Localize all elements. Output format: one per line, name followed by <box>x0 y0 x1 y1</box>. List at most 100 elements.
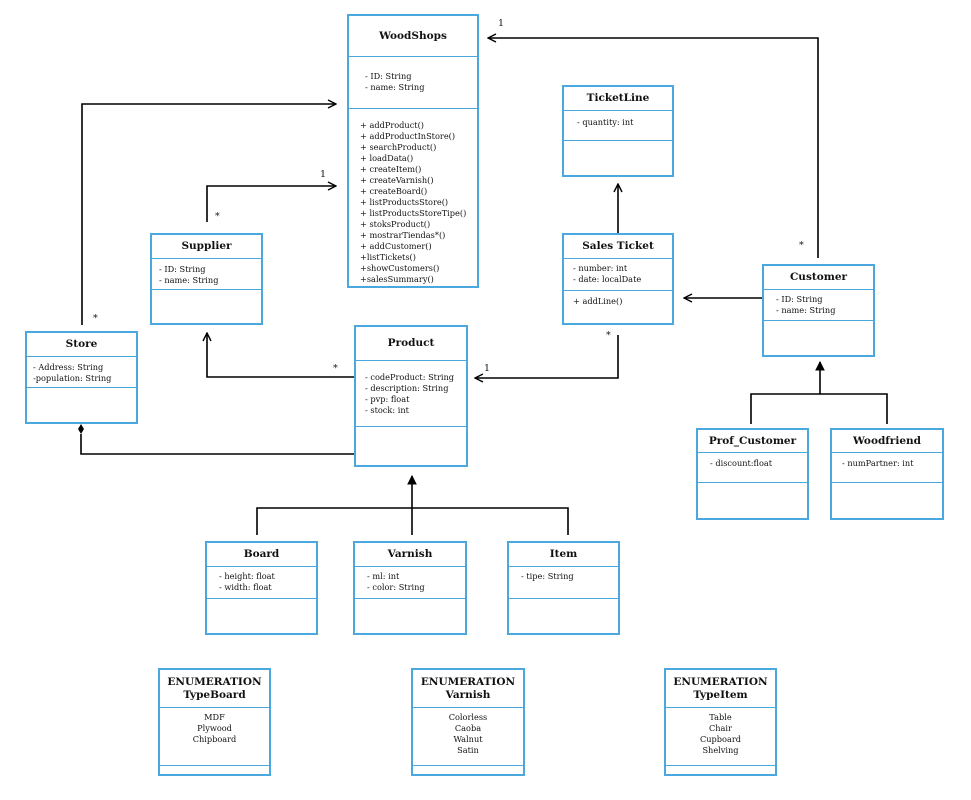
enum-value: Shelving <box>702 745 739 755</box>
enum-value: Chipboard <box>192 734 237 744</box>
class-supplier-name: Supplier <box>152 235 261 259</box>
class-varnish-attributes: - ml: int - color: String <box>355 567 465 599</box>
enum-value: Satin <box>457 745 479 755</box>
operation: +listTickets() <box>360 252 416 262</box>
operation: + addProductInStore() <box>360 131 456 141</box>
class-item: Item - tipe: String <box>507 541 620 635</box>
attribute: - number: int <box>573 263 628 273</box>
class-board-name: Board <box>207 543 316 567</box>
class-woodfriend: Woodfriend - numPartner: int <box>830 428 944 520</box>
class-profcustomer-attributes: - discount:float <box>698 453 807 483</box>
enum-stereotype: ENUMERATION <box>673 675 768 688</box>
enum-value: Table <box>709 712 732 722</box>
enum-value: Cupboard <box>700 734 741 744</box>
class-ticketline-attributes: - quantity: int <box>564 111 672 141</box>
association-supplier-woodshops <box>206 186 336 222</box>
attribute: - discount:float <box>710 458 773 468</box>
inheritance-customer-branch <box>750 393 888 424</box>
class-ticketline: TicketLine - quantity: int <box>562 85 674 177</box>
class-product: Product - codeProduct: String - descript… <box>354 325 468 467</box>
enum-varnish-name: ENUMERATION Varnish <box>413 670 523 708</box>
class-salesticket-attributes: - number: int - date: localDate <box>564 259 672 291</box>
class-store-name: Store <box>27 333 136 357</box>
attribute: - ID: String <box>776 294 823 304</box>
operation: + createItem() <box>360 164 422 174</box>
multiplicity-product-salesticket: 1 <box>484 363 491 374</box>
class-product-attributes: - codeProduct: String - description: Str… <box>356 361 466 427</box>
class-salesticket: Sales Ticket - number: int - date: local… <box>562 233 674 325</box>
operation: + stoksProduct() <box>360 219 431 229</box>
operation: + addLine() <box>573 296 623 306</box>
enum-typeitem: ENUMERATION TypeItem Table Chair Cupboar… <box>664 668 777 776</box>
enum-value: Colorless <box>448 712 488 722</box>
multiplicity-woodshops-customer: 1 <box>498 18 505 29</box>
class-woodshops: WoodShops - ID: String - name: String + … <box>347 14 479 288</box>
attribute: - ID: String <box>365 71 412 81</box>
enum-value: Caoba <box>454 723 482 733</box>
operation: + addProduct() <box>360 120 424 130</box>
enum-typeboard-values: MDF Plywood Chipboard <box>160 708 269 766</box>
class-board-attributes: - height: float - width: float <box>207 567 316 599</box>
attribute: -population: String <box>33 373 112 383</box>
class-store: Store - Address: String -population: Str… <box>25 331 138 424</box>
attribute: - ID: String <box>159 264 206 274</box>
operation: +showCustomers() <box>360 263 440 273</box>
attribute: - tipe: String <box>521 571 574 581</box>
enum-typeitem-name: ENUMERATION TypeItem <box>666 670 775 708</box>
class-customer: Customer - ID: String - name: String <box>762 264 875 357</box>
enum-stereotype: ENUMERATION <box>167 675 262 688</box>
operation: +salesSummary() <box>360 274 434 284</box>
attribute: - width: float <box>219 582 272 592</box>
class-supplier: Supplier - ID: String - name: String <box>150 233 263 325</box>
operation: + createVarnish() <box>360 175 434 185</box>
association-product-supplier <box>207 333 354 378</box>
class-woodshops-operations: + addProduct() + addProductInStore() + s… <box>349 109 477 285</box>
attribute: - description: String <box>365 383 449 393</box>
enum-value: Chair <box>709 723 732 733</box>
class-customer-name: Customer <box>764 266 873 290</box>
attribute: - name: String <box>776 305 836 315</box>
class-ticketline-name: TicketLine <box>564 87 672 111</box>
multiplicity-store: * <box>93 313 98 324</box>
class-varnish: Varnish - ml: int - color: String <box>353 541 467 635</box>
operation: + mostrarTiendas*() <box>360 230 446 240</box>
class-board: Board - height: float - width: float <box>205 541 318 635</box>
enum-typeitem-values: Table Chair Cupboard Shelving <box>666 708 775 766</box>
composition-product-store <box>78 424 354 455</box>
class-varnish-name: Varnish <box>355 543 465 567</box>
attribute: - numPartner: int <box>842 458 914 468</box>
class-woodshops-attributes: - ID: String - name: String <box>349 57 477 109</box>
class-salesticket-name: Sales Ticket <box>564 235 672 259</box>
enum-stereotype: ENUMERATION <box>420 675 516 688</box>
class-profcustomer: Prof_Customer - discount:float <box>696 428 809 520</box>
attribute: - name: String <box>365 82 425 92</box>
attribute: - height: float <box>219 571 275 581</box>
enum-name: TypeItem <box>693 688 748 701</box>
association-salesticket-product <box>475 335 619 378</box>
enum-varnish: ENUMERATION Varnish Colorless Caoba Waln… <box>411 668 525 776</box>
attribute: - color: String <box>367 582 425 592</box>
attribute: - pvp: float <box>365 394 410 404</box>
class-woodfriend-name: Woodfriend <box>832 430 942 453</box>
multiplicity-product-supplier: * <box>333 363 338 374</box>
class-woodshops-name: WoodShops <box>349 16 477 57</box>
class-supplier-attributes: - ID: String - name: String <box>152 259 261 290</box>
multiplicity-supplier: * <box>215 211 220 222</box>
attribute: - Address: String <box>33 362 104 372</box>
enum-value: MDF <box>204 712 225 722</box>
class-salesticket-operations: + addLine() <box>564 291 672 307</box>
class-item-name: Item <box>509 543 618 567</box>
class-customer-attributes: - ID: String - name: String <box>764 290 873 321</box>
enum-value: Plywood <box>197 723 232 733</box>
association-customer-woodshops <box>488 38 819 258</box>
attribute: - quantity: int <box>577 117 634 127</box>
enum-varnish-values: Colorless Caoba Walnut Satin <box>413 708 523 766</box>
enum-name: TypeBoard <box>183 688 246 701</box>
class-store-attributes: - Address: String -population: String <box>27 357 136 388</box>
enum-value: Walnut <box>453 734 483 744</box>
class-product-name: Product <box>356 327 466 361</box>
class-woodfriend-attributes: - numPartner: int <box>832 453 942 483</box>
enum-name: Varnish <box>445 688 491 701</box>
attribute: - name: String <box>159 275 219 285</box>
